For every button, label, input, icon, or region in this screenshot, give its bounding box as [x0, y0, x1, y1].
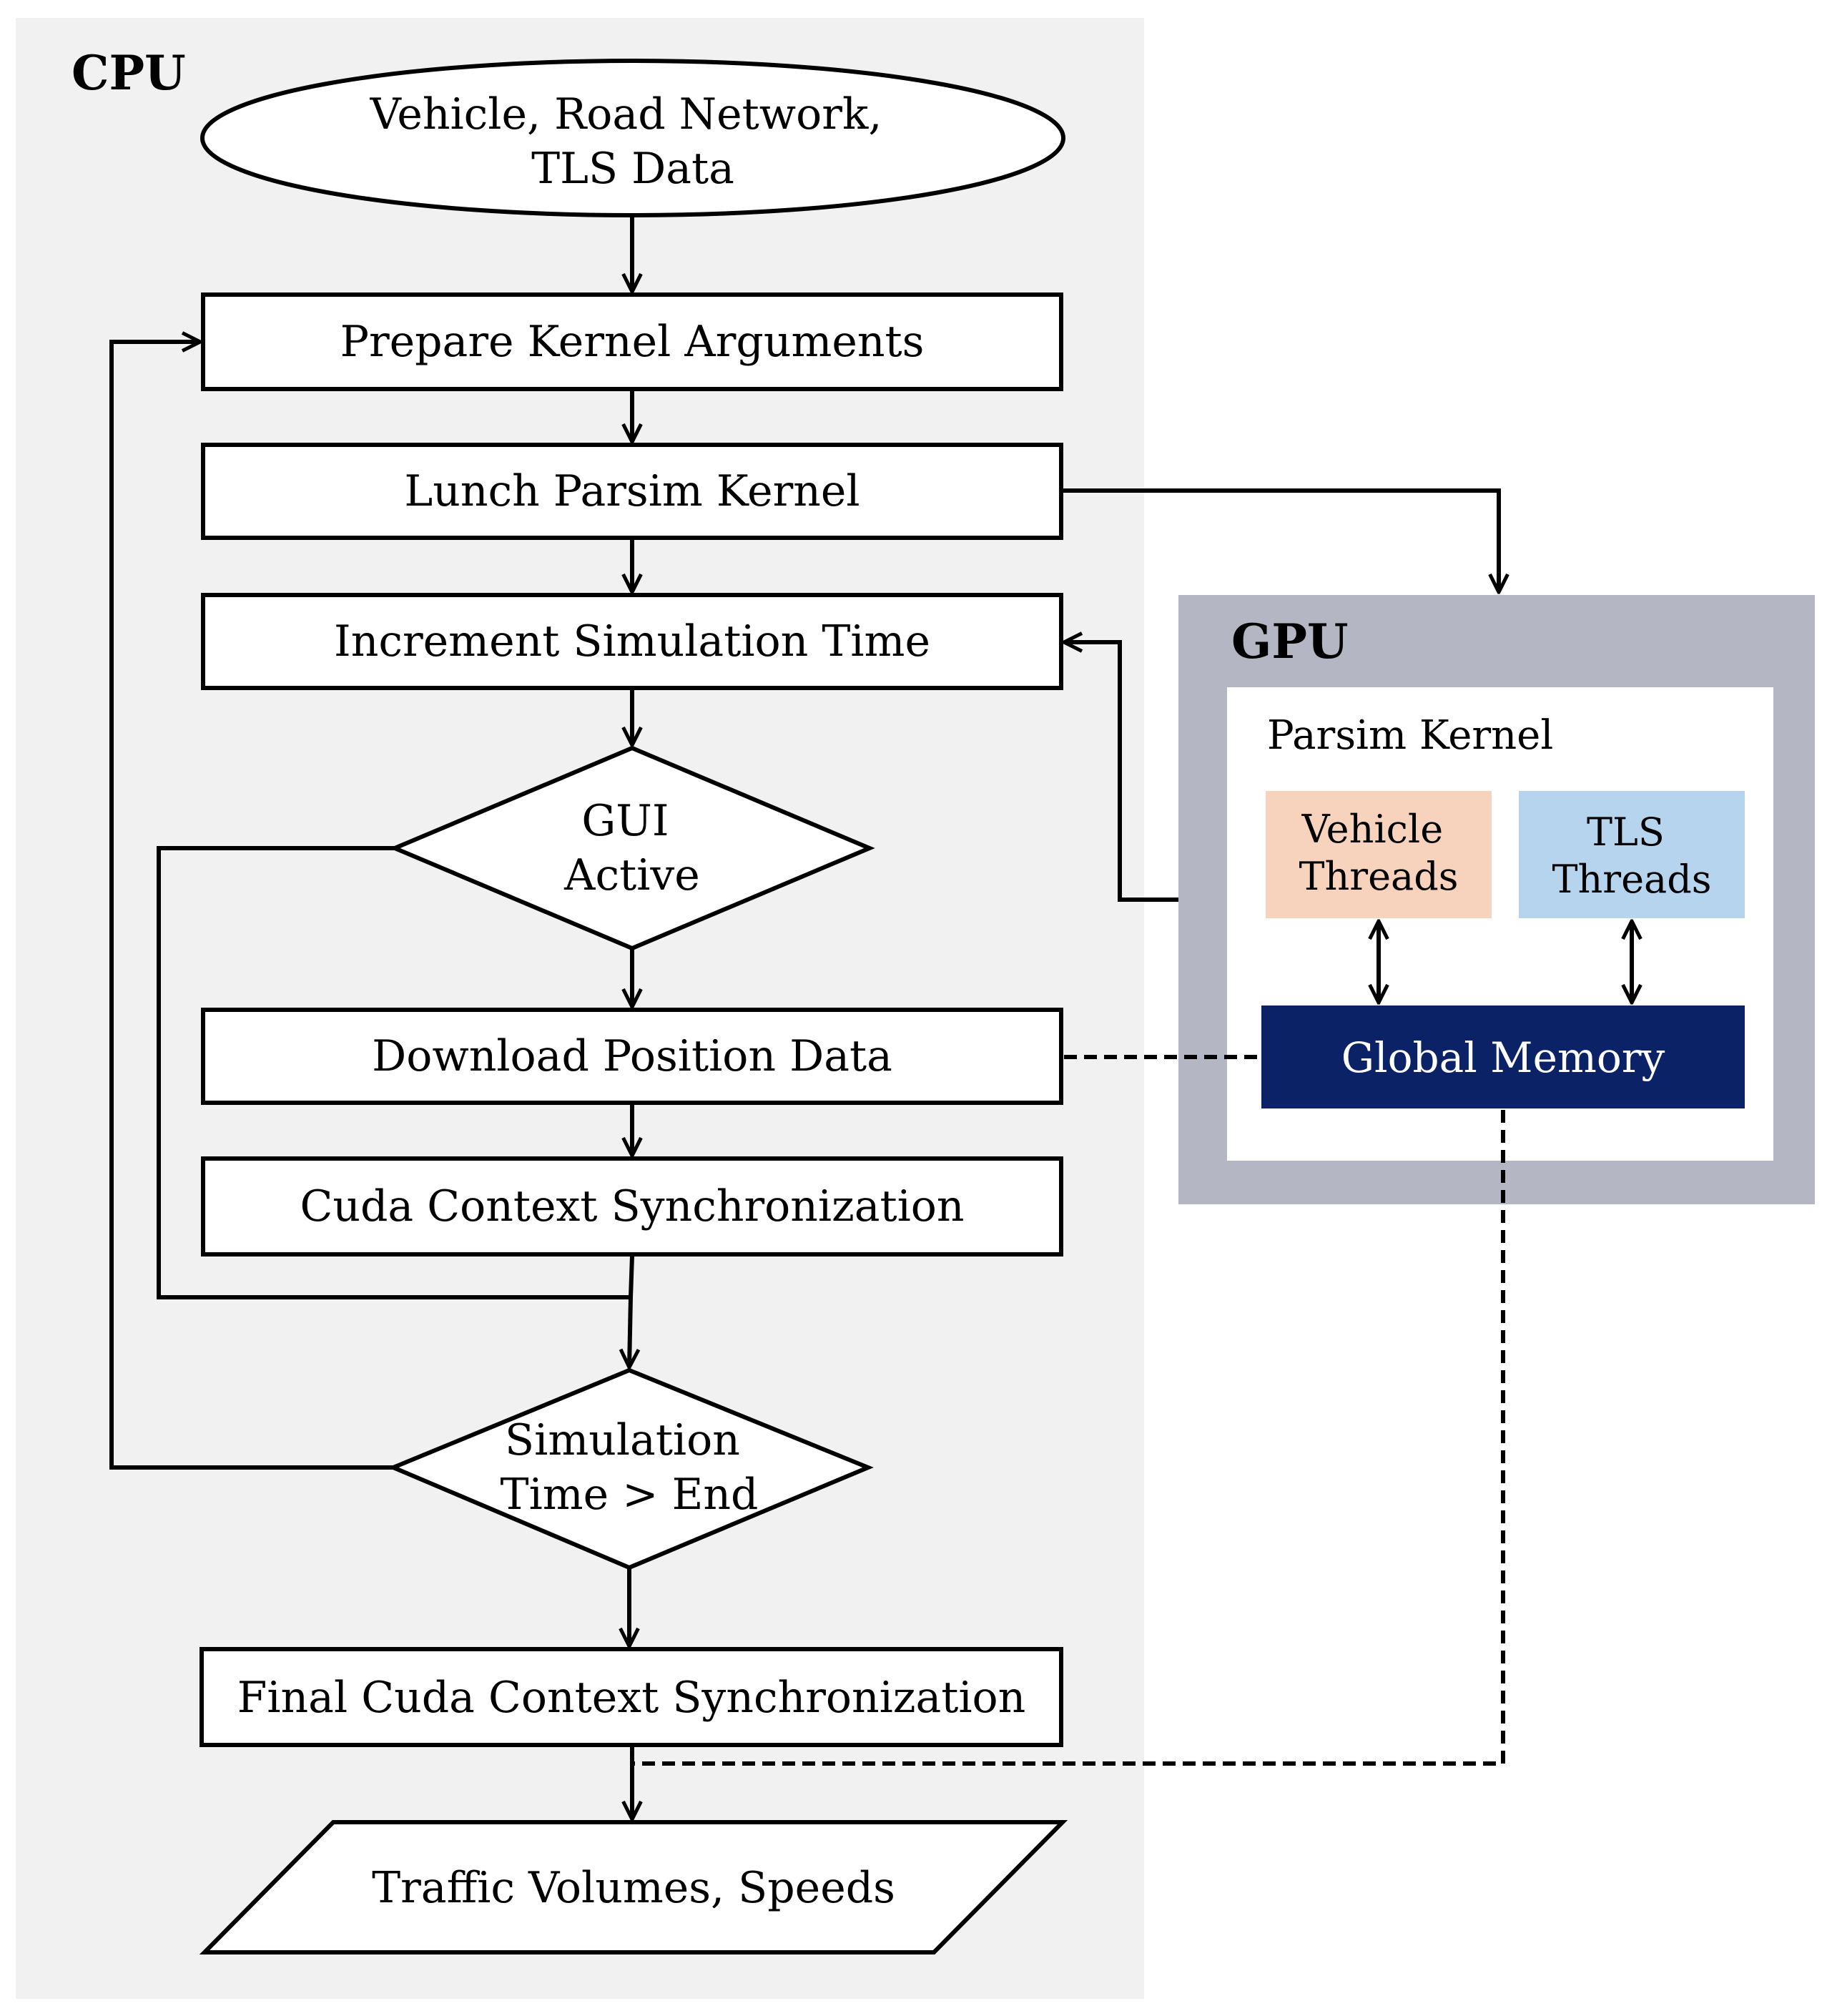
arrow-launch-to-gpu — [1063, 488, 1499, 592]
vehicle-threads-box — [1266, 791, 1492, 918]
final-cuda-sync-label: Final Cuda Context Synchronization — [237, 1673, 1026, 1723]
launch-kernel-node — [201, 443, 1063, 540]
arrow-loop-back — [109, 342, 393, 1470]
output-node — [199, 1820, 1068, 1954]
input-data-node — [200, 59, 1065, 217]
gui-active-label: GUI Active — [563, 796, 700, 900]
arrow-gpu-to-increment — [1064, 642, 1178, 902]
prepare-kernel-arguments-label: Prepare Kernel Arguments — [340, 317, 925, 367]
download-position-data-label: Download Position Data — [372, 1031, 892, 1081]
cuda-sync-node — [201, 1156, 1063, 1257]
cpu-label: CPU — [72, 45, 186, 101]
download-position-data-node — [201, 1008, 1063, 1105]
gpu-label: GPU — [1231, 614, 1349, 669]
arrow-gui-no-bypass — [157, 846, 629, 1299]
simulation-end-decision — [388, 1367, 874, 1570]
output-label: Traffic Volumes, Speeds — [372, 1863, 895, 1913]
simulation-end-label: Simulation Time > End — [501, 1415, 759, 1520]
increment-time-node — [201, 593, 1063, 690]
gui-active-decision — [389, 745, 875, 951]
tls-threads-box — [1519, 791, 1745, 918]
cuda-sync-label: Cuda Context Synchronization — [300, 1181, 964, 1231]
global-memory-box — [1261, 1005, 1745, 1108]
prepare-kernel-arguments-node — [201, 292, 1063, 391]
vehicle-threads-label: Vehicle Threads — [1299, 807, 1458, 899]
parsim-kernel-label: Parsim Kernel — [1267, 712, 1553, 759]
dashed-memory-to-output — [632, 1110, 1505, 1766]
tls-threads-label: TLS Threads — [1552, 810, 1711, 902]
global-memory-label: Global Memory — [1341, 1033, 1665, 1082]
dashed-data-links — [632, 1055, 1505, 1766]
increment-time-label: Increment Simulation Time — [334, 616, 930, 667]
input-data-label: Vehicle, Road Network, TLS Data — [370, 89, 896, 194]
launch-kernel-label: Lunch Parsim Kernel — [404, 466, 860, 516]
flow-arrows — [109, 217, 1499, 1819]
final-cuda-sync-node — [200, 1647, 1063, 1747]
arrow-sync-to-end-check — [629, 1255, 632, 1367]
